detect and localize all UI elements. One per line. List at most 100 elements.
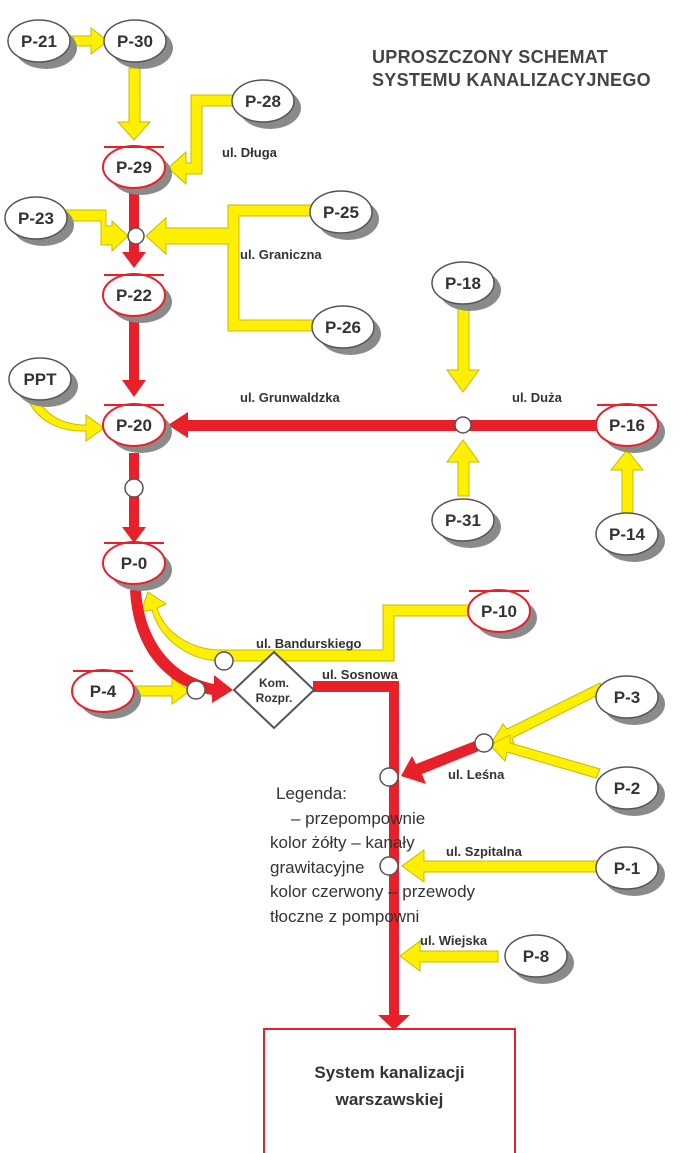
legend-line-1: Legenda: [276,784,347,803]
channel-graniczna [145,204,319,332]
pipe-grunwaldzka [186,420,600,431]
node-label-p8: P-8 [523,947,549,966]
node-p2: P-2 [595,766,665,816]
node-p8: P-8 [504,934,574,984]
node-p25: P-25 [309,190,379,240]
legend: Legenda: – przepompownie kolor żółty – k… [270,782,475,929]
node-label-p29: P-29 [116,158,152,177]
street-label-bandurskiego: ul. Bandurskiego [256,636,362,651]
final-box-line-2: warszawskiej [335,1090,444,1109]
arrow-p2-lesna [489,734,601,779]
node-label-p10: P-10 [481,602,517,621]
node-label-p20: P-20 [116,416,152,435]
arrow-p8-sosnowa [399,940,499,972]
street-label-lesna: ul. Leśna [448,767,505,782]
street-label-grunwaldzka: ul. Grunwaldzka [240,390,340,405]
arrowhead-p29-p22 [122,252,146,268]
street-label-wiejska: ul. Wiejska [420,933,488,948]
node-p14: P-14 [595,512,665,562]
node-p21: P-21 [7,19,77,69]
node-p16: P-16 [595,403,665,453]
legend-line-2: – przepompownie [291,808,426,828]
legend-line-6: tłoczne z pompowni [270,906,420,926]
node-label-p26: P-26 [325,318,361,337]
valves [124,227,494,876]
arrowhead-p20-p0 [122,527,146,543]
node-p3: P-3 [595,675,665,725]
node-label-p14: P-14 [609,525,645,544]
pressure-pipes [122,188,600,1030]
komora-diamond [232,650,316,730]
valve-lesna-junction [474,733,494,753]
street-label-szpitalna: ul. Szpitalna [446,844,523,859]
legend-line-5: kolor czerwony – przewody [270,882,476,901]
node-label-p16: P-16 [609,416,645,435]
street-label-graniczna: ul. Graniczna [240,247,322,262]
arrow-p30-p29 [116,67,152,141]
node-label-p21: P-21 [21,32,57,51]
valve-bandurskiego [214,651,234,671]
node-label-p3: P-3 [614,688,640,707]
pipe-lesna [401,739,484,784]
diagram-title: UPROSZCZONY SCHEMAT SYSTEMU KANALIZACYJN… [372,46,651,92]
node-label-p30: P-30 [117,32,153,51]
node-p0: P-0 [102,541,172,591]
street-label-duza: ul. Duża [512,390,563,405]
arrow-p23-junction [59,209,129,253]
arrowhead-p22-p20 [122,380,146,397]
node-label-p28: P-28 [245,92,281,111]
node-label-p1: P-1 [614,859,640,878]
node-label-p0: P-0 [121,554,147,573]
node-p1: P-1 [595,846,665,896]
node-p23: P-23 [4,196,74,246]
legend-line-4: grawitacyjne [270,857,365,877]
node-p31: P-31 [431,498,501,548]
arrowhead-grunwaldzka [168,412,188,438]
street-label-sosnowa: ul. Sosnowa [322,667,399,682]
komora-label-2: Rozpr. [256,691,293,705]
valve-junction-graniczna [127,227,145,245]
node-p18: P-18 [431,261,501,311]
node-label-p18: P-18 [445,274,481,293]
title-line-1: UPROSZCZONY SCHEMAT [372,47,609,67]
node-label-p23: P-23 [18,209,54,228]
node-p30: P-30 [103,19,173,69]
node-p29: P-29 [102,145,172,195]
valve-sosnowa-2 [379,856,399,876]
pipe-p22-p20 [129,310,139,382]
arrow-p31-junction [446,439,480,497]
pipe-p29-p22 [129,188,139,254]
node-p4: P-4 [71,669,141,719]
gravity-channels [25,26,645,972]
arrow-p21-p30 [71,26,109,56]
street-labels: ul. Długa ul. Graniczna ul. Grunwaldzka … [222,145,563,948]
node-label-p25: P-25 [323,203,359,222]
legend-line-3: kolor żółty – kanały [270,833,415,852]
komora-label-1: Kom. [259,676,289,690]
node-ppt: PPT [8,357,78,407]
node-label-p22: P-22 [116,286,152,305]
node-label-p2: P-2 [614,779,640,798]
title-line-2: SYSTEMU KANALIZACYJNEGO [372,70,651,90]
arrow-p18-junction [446,304,480,393]
node-label-ppt: PPT [23,370,57,389]
node-label-p4: P-4 [90,682,117,701]
arrow-ppt-p20 [25,391,105,442]
arrow-p1-sosnowa [401,849,601,883]
node-p10: P-10 [467,589,537,639]
valve-komora-in [186,680,206,700]
arrow-p28-p29 [167,94,237,186]
node-p28: P-28 [231,79,301,129]
valve-sosnowa-1 [379,767,399,787]
pipe-sosnowa [313,681,410,1030]
node-p22: P-22 [102,273,172,323]
valve-p20-p0 [124,478,144,498]
channel-bandurskiego [140,591,473,662]
warsaw-sewer-system-box: System kanalizacji warszawskiej [263,1028,516,1153]
final-box-line-1: System kanalizacji [314,1063,465,1082]
node-p26: P-26 [311,305,381,355]
node-label-p31: P-31 [445,511,481,530]
pipe-p0-komora [130,590,233,703]
komora-rozprezna: Kom. Rozpr. [232,650,316,730]
